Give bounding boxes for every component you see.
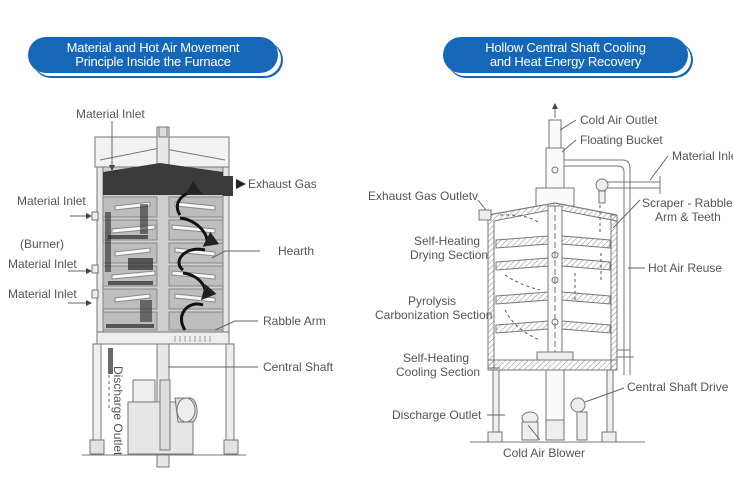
right-panel-title-banner: Hollow Central Shaft Cooling and Heat En… [443, 37, 688, 73]
label-cooling-line1: Self-Heating [403, 351, 469, 365]
label-cold-air-blower: Cold Air Blower [503, 446, 585, 460]
label-cold-air-outlet: Cold Air Outlet [580, 113, 658, 127]
label-material-inlet-top: Material Inlet [76, 107, 145, 121]
label-scraper-line1: Scraper - Rabble [642, 196, 733, 210]
left-title-line1: Material and Hot Air Movement [66, 40, 240, 55]
label-scraper-line2: Arm & Teeth [655, 210, 721, 224]
label-drying-line2: Drying Section [410, 248, 488, 262]
multiple-hearth-furnace-drawing [82, 126, 246, 468]
left-labels: Material Inlet Exhaust Gas Material Inle… [8, 107, 334, 456]
label-material-inlet-1: Material Inlet [17, 194, 86, 208]
hollow-shaft-furnace-drawing [470, 103, 661, 443]
label-discharge-outlet: Discharge Outlet [111, 366, 125, 456]
label-floating-bucket: Floating Bucket [580, 133, 663, 147]
label-pyrolysis-line2: Carbonization Section [375, 308, 492, 322]
label-central-shaft-drive: Central Shaft Drive [627, 380, 729, 394]
right-title-line2: and Heat Energy Recovery [489, 54, 642, 69]
label-material-inlet-right: Material Inle [672, 149, 733, 163]
label-rabble-arm: Rabble Arm [263, 314, 326, 328]
label-hot-air-reuse: Hot Air Reuse [648, 261, 722, 275]
left-panel-title-banner: Material and Hot Air Movement Principle … [28, 37, 278, 73]
left-title-line2: Principle Inside the Furnace [75, 54, 231, 69]
right-title-line1: Hollow Central Shaft Cooling [485, 40, 646, 55]
right-leader-lines [477, 119, 669, 441]
left-leader-lines [68, 121, 260, 368]
label-cooling-line2: Cooling Section [396, 365, 480, 379]
label-drying-line1: Self-Heating [414, 234, 480, 248]
label-hearth: Hearth [278, 244, 314, 258]
label-material-inlet-2: Material Inlet [8, 257, 77, 271]
label-central-shaft: Central Shaft [263, 360, 334, 374]
label-burner: (Burner) [20, 237, 64, 251]
label-pyrolysis-line1: Pyrolysis [408, 294, 456, 308]
label-discharge-outlet-right: Discharge Outlet [392, 408, 482, 422]
label-material-inlet-3: Material Inlet [8, 287, 77, 301]
right-labels: Cold Air Outlet Floating Bucket Material… [368, 113, 733, 460]
label-exhaust-gas-outlet: Exhaust Gas Outletv [368, 189, 478, 203]
label-exhaust-gas: Exhaust Gas [248, 177, 317, 191]
